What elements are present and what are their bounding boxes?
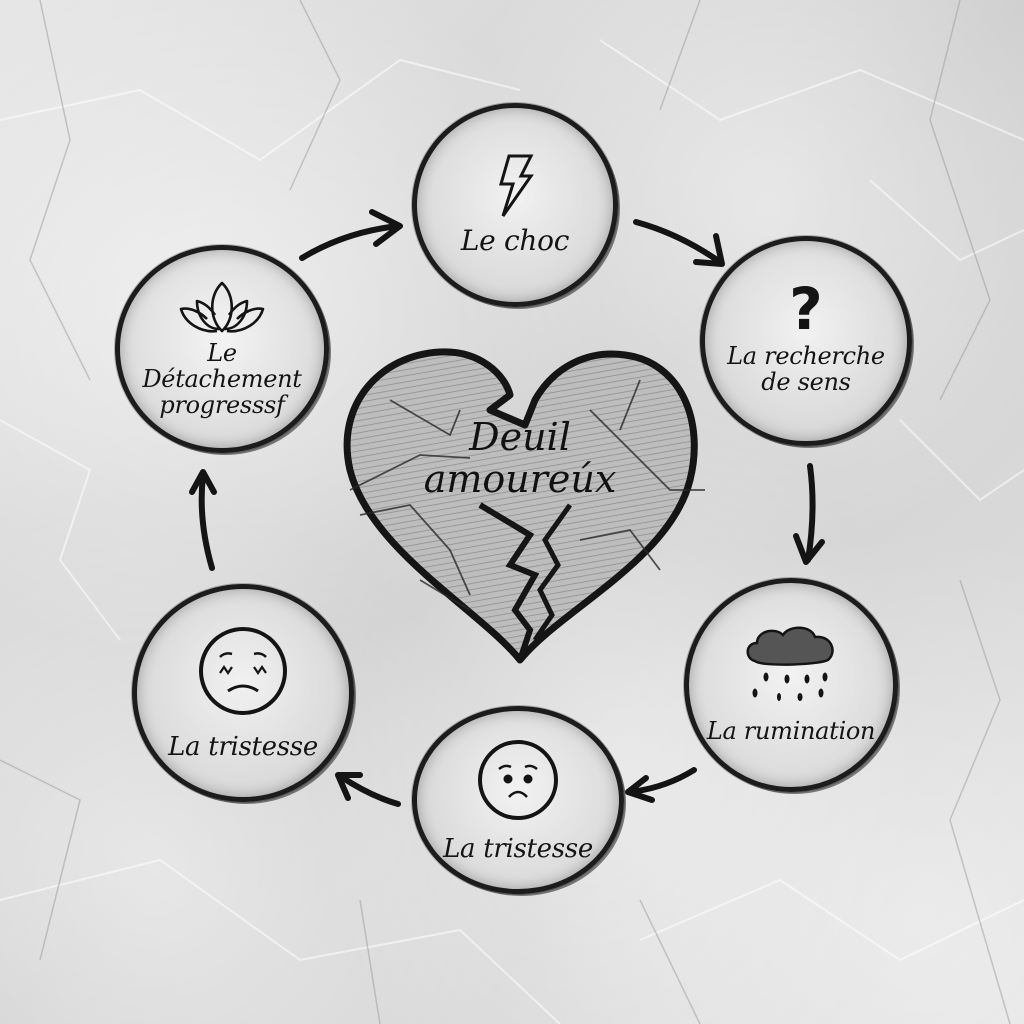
arrow-tristesse-to-tristesse: [337, 773, 401, 807]
arrow-tristesse-to-detachement: [198, 473, 215, 571]
arrow-recherche-to-rumination: [805, 463, 816, 563]
stage-le-detachement-progressif[interactable]: Le Détachement progresssf: [115, 245, 329, 453]
stage-label-line3: progresssf: [159, 390, 285, 419]
stage-le-choc[interactable]: Le choc: [412, 103, 618, 307]
arrow-choc-to-recherche: [633, 219, 723, 265]
stage-label-line1: La recherche: [727, 342, 885, 371]
arrow-rumination-to-tristesse: [627, 767, 697, 795]
broken-heart-icon: [343, 348, 705, 664]
sad-face-icon: [478, 739, 558, 820]
stage-label-line2: Détachement: [142, 365, 302, 394]
lotus-icon: [179, 281, 265, 333]
stage-label: La tristesse: [168, 731, 318, 762]
stage-la-recherche-de-sens[interactable]: ? La recherche de sens: [700, 236, 912, 446]
stage-label: La rumination: [706, 717, 876, 746]
crying-face-icon: [199, 626, 287, 715]
arrow-detachement-to-choc: [299, 223, 401, 261]
question-mark-icon: ?: [789, 275, 823, 344]
lightning-bolt-icon: [499, 154, 534, 217]
center-title-line1: Deuil: [469, 415, 571, 459]
broken-heart: Deuil amoureúx: [330, 340, 710, 670]
stage-label: Le choc: [460, 223, 570, 257]
stage-label-line2: de sens: [761, 368, 851, 396]
stage-la-tristesse-bottom[interactable]: La tristesse: [412, 706, 624, 894]
rain-cloud-icon: [746, 626, 834, 702]
stage-la-rumination[interactable]: La rumination: [684, 578, 898, 792]
stage-label: La tristesse: [443, 833, 593, 864]
stage-label-line1: Le: [207, 339, 237, 368]
stage-la-tristesse-left[interactable]: La tristesse: [132, 584, 354, 802]
center-title-line2: amoureúx: [423, 457, 617, 501]
